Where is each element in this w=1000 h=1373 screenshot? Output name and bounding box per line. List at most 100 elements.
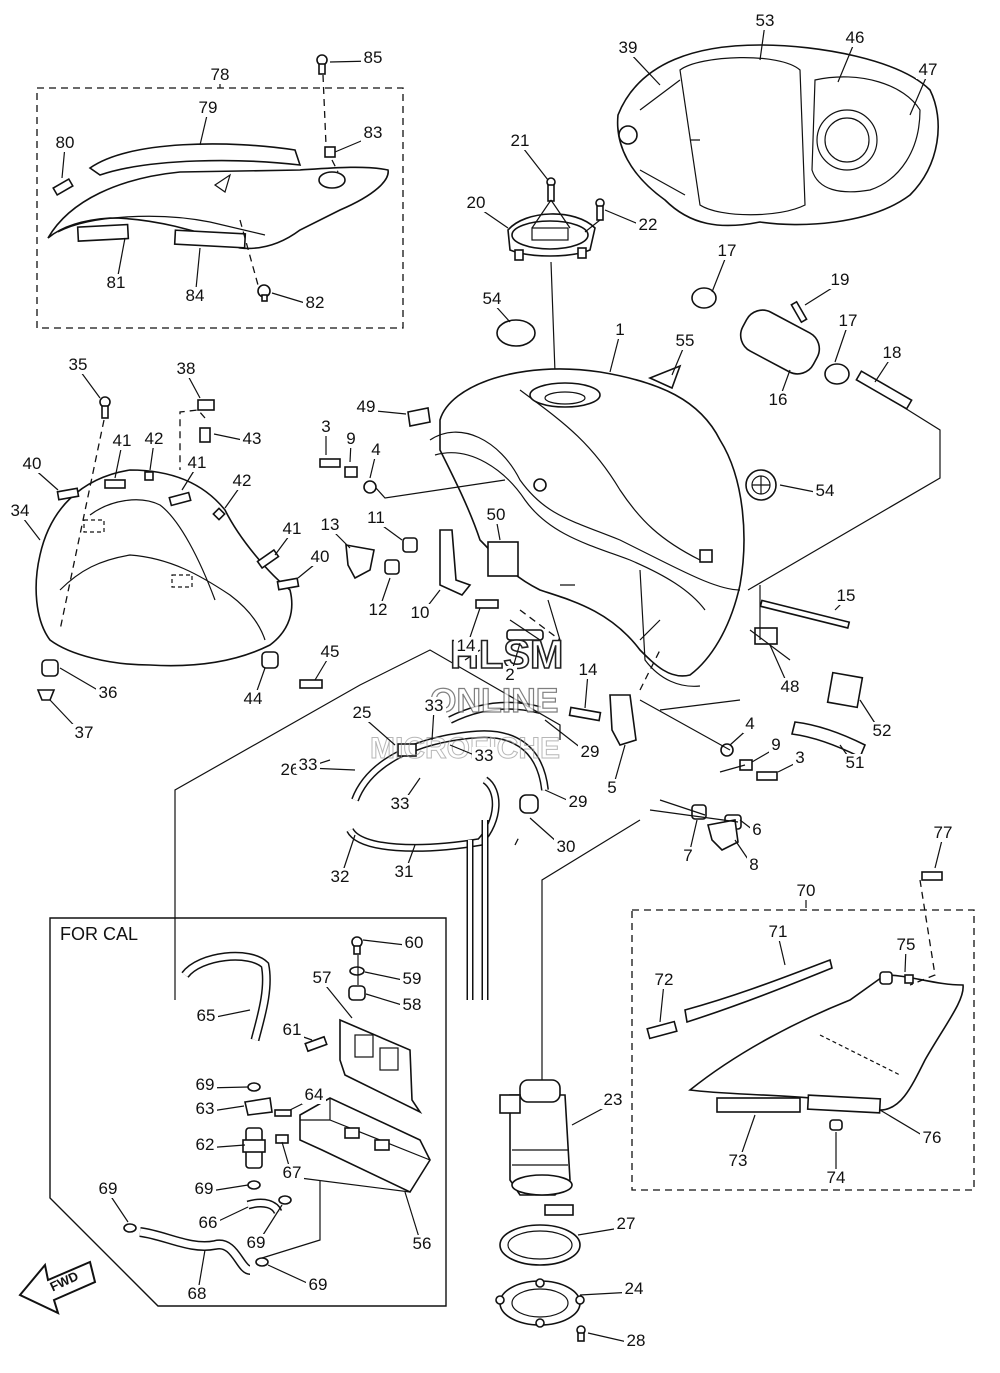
callout-c36: 36: [99, 683, 118, 702]
callout-c28: 28: [627, 1331, 646, 1350]
washer-4a: [363, 480, 377, 494]
right-side-leaders: [547, 584, 746, 823]
callout-leader-c17a: [711, 253, 728, 293]
bracket-13: [345, 544, 375, 580]
bolt-43: [199, 427, 211, 443]
callout-bg-c45: [318, 643, 342, 661]
callout-bg-c35: [66, 356, 90, 374]
watermark-line-2: ONLINE: [430, 682, 558, 720]
callout-bg-c5: [605, 779, 619, 797]
callout-c4a: 4: [371, 440, 380, 459]
callout-bg-c73: [726, 1152, 750, 1170]
callout-c85: 85: [364, 48, 383, 67]
callout-c26: 26: [281, 760, 300, 779]
callout-c34: 34: [11, 501, 30, 520]
bolt-14b: [568, 706, 602, 722]
callout-c82: 82: [306, 293, 325, 312]
bolt-3a: [319, 458, 341, 468]
callout-bg-c30: [554, 838, 578, 856]
callout-c14b: 14: [579, 660, 598, 679]
callout-leader-c47: [909, 72, 929, 116]
callout-c80: 80: [56, 133, 75, 152]
callout-c40a: 40: [23, 454, 42, 473]
callout-c81: 81: [107, 273, 126, 292]
callout-bg-c41b: [185, 454, 209, 472]
tape-52: [826, 671, 864, 709]
for-cal-label: FOR CAL: [60, 924, 138, 944]
damper-7: [691, 804, 707, 820]
callout-c29b: 29: [569, 792, 588, 811]
callout-bg-c58: [400, 996, 424, 1014]
bolt-15: [759, 599, 851, 629]
callout-c7: 7: [683, 846, 692, 865]
side-cover-70: [646, 958, 964, 1114]
callout-c64: 64: [305, 1085, 324, 1104]
callout-bg-c43: [240, 430, 264, 448]
callout-bg-c84: [183, 287, 207, 305]
callout-bg-c70: [794, 882, 818, 900]
watermark-line-3: MICROFICHE: [370, 732, 560, 765]
callout-c54b: 54: [816, 481, 835, 500]
callout-bg-c56: [410, 1235, 434, 1253]
callout-bg-c57: [310, 969, 334, 987]
grommet-83: [324, 146, 336, 158]
callout-bg-c24: [622, 1280, 646, 1298]
bolt-60: [351, 936, 363, 955]
callout-bg-c62: [193, 1136, 217, 1154]
callout-c17b: 17: [839, 311, 858, 330]
callout-bg-c32: [328, 868, 352, 886]
callout-bg-c31: [392, 863, 416, 881]
top-cover-34: [35, 469, 300, 667]
callout-leader-c17b: [834, 323, 849, 363]
clip-38: [197, 399, 215, 411]
callout-c33c: 33: [299, 755, 318, 774]
callout-bg-c22: [636, 216, 660, 234]
valve-62: [242, 1127, 266, 1169]
callout-c69a: 69: [196, 1075, 215, 1094]
callout-bg-c41a: [110, 432, 134, 450]
callout-c9a: 9: [346, 429, 355, 448]
frame-loop-line: [174, 649, 561, 1000]
gasket-27: [499, 1224, 581, 1266]
callout-bg-c28: [624, 1332, 648, 1350]
collar-9a: [344, 466, 358, 478]
callout-bg-c19: [828, 271, 852, 289]
fuel-filter-16: [691, 287, 913, 410]
callout-bg-c25: [350, 704, 374, 722]
callout-leader-c1: [609, 332, 621, 373]
cover-guides: [59, 409, 206, 631]
callout-c78: 78: [211, 65, 230, 84]
callout-c43: 43: [243, 429, 262, 448]
callout-c71: 71: [769, 922, 788, 941]
label-55: [647, 364, 682, 390]
callout-c73: 73: [729, 1151, 748, 1170]
pump-guide: [541, 819, 641, 1080]
clip-69a: [247, 1082, 261, 1092]
callout-c24: 24: [625, 1279, 644, 1298]
callout-c35: 35: [69, 355, 88, 374]
callout-bg-c60: [402, 934, 426, 952]
callout-leader-c72: [659, 982, 665, 1023]
callout-c59: 59: [403, 969, 422, 988]
callout-bg-c9a: [344, 430, 358, 448]
callout-c2: 2: [505, 665, 514, 684]
fuel-cap-20: [507, 213, 596, 261]
callout-bg-c33a: [422, 697, 446, 715]
bolt-14a: [475, 599, 499, 609]
bracket-5: [609, 694, 637, 746]
callout-bg-c14b: [576, 661, 600, 679]
fwd-arrow-icon: FWD: [18, 1260, 97, 1315]
callout-bg-c8: [747, 856, 761, 874]
bolt-85: [316, 54, 328, 75]
callout-c23: 23: [604, 1090, 623, 1109]
cap-guide-lines: [531, 199, 601, 401]
callout-bg-c17b: [836, 312, 860, 330]
bracket-8: [707, 819, 739, 851]
callout-c6: 6: [752, 820, 761, 839]
callout-bg-c40a: [20, 455, 44, 473]
callout-bg-c51: [843, 754, 867, 772]
callout-c16: 16: [769, 390, 788, 409]
callout-c31: 31: [395, 862, 414, 881]
bracket-57: [339, 1018, 423, 1115]
callout-c41a: 41: [113, 431, 132, 450]
